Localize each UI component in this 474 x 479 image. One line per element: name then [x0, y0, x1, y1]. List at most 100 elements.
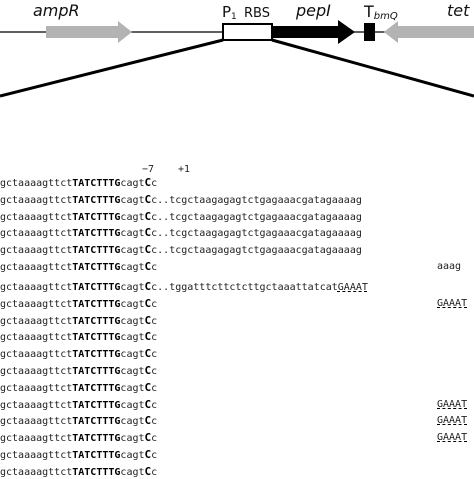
- seq-end-motif: GAAAT: [437, 432, 468, 444]
- seq-minus10-box: TATCTTTG: [72, 282, 121, 293]
- seq-minus10-box: TATCTTTG: [72, 194, 121, 206]
- seq-end-motif: GAAAT: [437, 297, 468, 309]
- ampR-arrow: [46, 21, 132, 43]
- sequence-row: gctaaaagttctTATCTTTGcagtCc: [0, 465, 474, 479]
- seq-minus10-box: TATCTTTG: [72, 399, 121, 411]
- seq-spacer: cagt: [120, 315, 145, 327]
- tet-label: tet: [447, 1, 470, 20]
- seq-upstream: gctaaaagttct: [0, 366, 73, 377]
- seq-spacer: cagt: [120, 466, 145, 478]
- seq-spacer: cagt: [120, 366, 145, 377]
- seq-downstream: c..: [151, 228, 170, 240]
- seq-spacer: cagt: [120, 228, 145, 240]
- seq-tss: C: [144, 260, 152, 273]
- seq-upstream: gctaaaagttct: [0, 399, 73, 411]
- seq-tss: C: [144, 364, 152, 377]
- seq-minus10-box: TATCTTTG: [72, 298, 121, 310]
- seq-downstream: c: [151, 366, 158, 377]
- seq-tss: C: [144, 347, 152, 361]
- seq-upstream: gctaaaagttct: [0, 315, 73, 327]
- seq-spacer: cagt: [120, 298, 145, 310]
- sequence-row: gctaaaagttctTATCTTTGcagtCc aaag: [0, 260, 474, 274]
- seq-minus10-box: TATCTTTG: [72, 211, 121, 223]
- seq-spacer: cagt: [120, 349, 145, 361]
- seq-downstream: c: [151, 315, 158, 327]
- seq-upstream: gctaaaagttct: [0, 211, 73, 223]
- seq-minus10-box: TATCTTTG: [72, 228, 121, 240]
- sequence-row: gctaaaagttctTATCTTTGcagtCc: [0, 364, 474, 378]
- seq-end-motif: GAAAT: [437, 415, 468, 427]
- seq-spacer: cagt: [120, 399, 145, 411]
- seq-extension: aaag: [437, 261, 462, 272]
- pepI-label: pepI: [295, 1, 331, 20]
- ampR-label: ampR: [33, 1, 80, 20]
- seq-downstream: c: [151, 298, 158, 310]
- seq-minus10-box: TATCTTTG: [72, 433, 121, 445]
- sequence-row: gctaaaagttctTATCTTTGcagtCc: [0, 176, 474, 190]
- seq-upstream: gctaaaagttct: [0, 349, 73, 361]
- seq-minus10-box: TATCTTTG: [72, 332, 121, 344]
- seq-downstream: c: [151, 466, 158, 478]
- seq-downstream: c: [151, 433, 158, 445]
- tet-arrow: [384, 21, 474, 43]
- zoom-line-left: [0, 38, 224, 98]
- minus7-marker: −7: [142, 164, 155, 175]
- seq-end-motif: GAAAT: [437, 398, 468, 410]
- sequence-row: gctaaaagttctTATCTTTGcagtCc: [0, 347, 474, 361]
- seq-tss: C: [144, 448, 152, 461]
- seq-tss: C: [144, 397, 152, 411]
- seq-tss: C: [144, 414, 152, 428]
- seq-extension: tcgctaagagagtctgagaaacgatagaaaag: [169, 228, 362, 240]
- seq-upstream: gctaaaagttct: [0, 262, 73, 273]
- seq-tss: C: [144, 192, 152, 206]
- sequence-row: gctaaaagttctTATCTTTGcagtCc..tggatttcttct…: [0, 280, 474, 294]
- seq-upstream: gctaaaagttct: [0, 466, 73, 478]
- sequence-row: gctaaaagttctTATCTTTGcagtCc..tcgctaagagag…: [0, 243, 474, 257]
- seq-minus10-box: TATCTTTG: [72, 416, 121, 428]
- seq-tss: C: [144, 209, 152, 223]
- zoom-line-right: [271, 38, 474, 98]
- seq-downstream: c..: [151, 194, 170, 206]
- seq-minus10-box: TATCTTTG: [72, 262, 121, 273]
- seq-downstream: c: [151, 332, 158, 344]
- sequence-row: gctaaaagttctTATCTTTGcagtCc: [0, 381, 474, 395]
- seq-downstream: c..: [151, 282, 170, 293]
- seq-minus10-box: TATCTTTG: [72, 366, 121, 377]
- seq-minus10-box: TATCTTTG: [72, 245, 121, 257]
- seq-minus10-box: TATCTTTG: [72, 178, 121, 189]
- seq-spacer: cagt: [120, 211, 145, 223]
- seq-extension: tcgctaagagagtctgagaaacgatagaaaag: [169, 211, 362, 223]
- seq-spacer: cagt: [120, 382, 145, 394]
- seq-minus10-box: TATCTTTG: [72, 349, 121, 361]
- seq-minus10-box: TATCTTTG: [72, 466, 121, 478]
- seq-spacer: cagt: [120, 450, 145, 461]
- seq-spacer: cagt: [120, 416, 145, 428]
- seq-tss: C: [144, 243, 152, 257]
- seq-downstream: c: [151, 262, 158, 273]
- seq-spacer: cagt: [120, 178, 145, 189]
- seq-downstream: c: [151, 450, 158, 461]
- seq-extension: tcgctaagagagtctgagaaacgatagaaaag: [169, 194, 362, 206]
- seq-tss: C: [144, 280, 152, 293]
- sequence-row: gctaaaagttctTATCTTTGcagtCc: [0, 314, 474, 328]
- sequence-row: gctaaaagttctTATCTTTGcagtCc..tcgctaagagag…: [0, 226, 474, 240]
- pepI-arrow: [273, 20, 355, 44]
- seq-upstream: gctaaaagttct: [0, 228, 73, 240]
- seq-extension: tggatttcttctcttgctaaattatcat: [169, 282, 338, 293]
- seq-spacer: cagt: [120, 194, 145, 206]
- seq-tss: C: [144, 176, 152, 189]
- seq-upstream: gctaaaagttct: [0, 298, 73, 310]
- seq-tss: C: [144, 330, 152, 344]
- seq-tss: C: [144, 226, 152, 240]
- seq-upstream: gctaaaagttct: [0, 282, 73, 293]
- seq-downstream: c..: [151, 245, 170, 257]
- seq-minus10-box: TATCTTTG: [72, 382, 121, 394]
- sequence-row: gctaaaagttctTATCTTTGcagtCc..tcgctaagagag…: [0, 193, 474, 207]
- seq-tss: C: [144, 380, 152, 394]
- seq-spacer: cagt: [120, 262, 145, 273]
- p1-rbs-box: [222, 23, 273, 41]
